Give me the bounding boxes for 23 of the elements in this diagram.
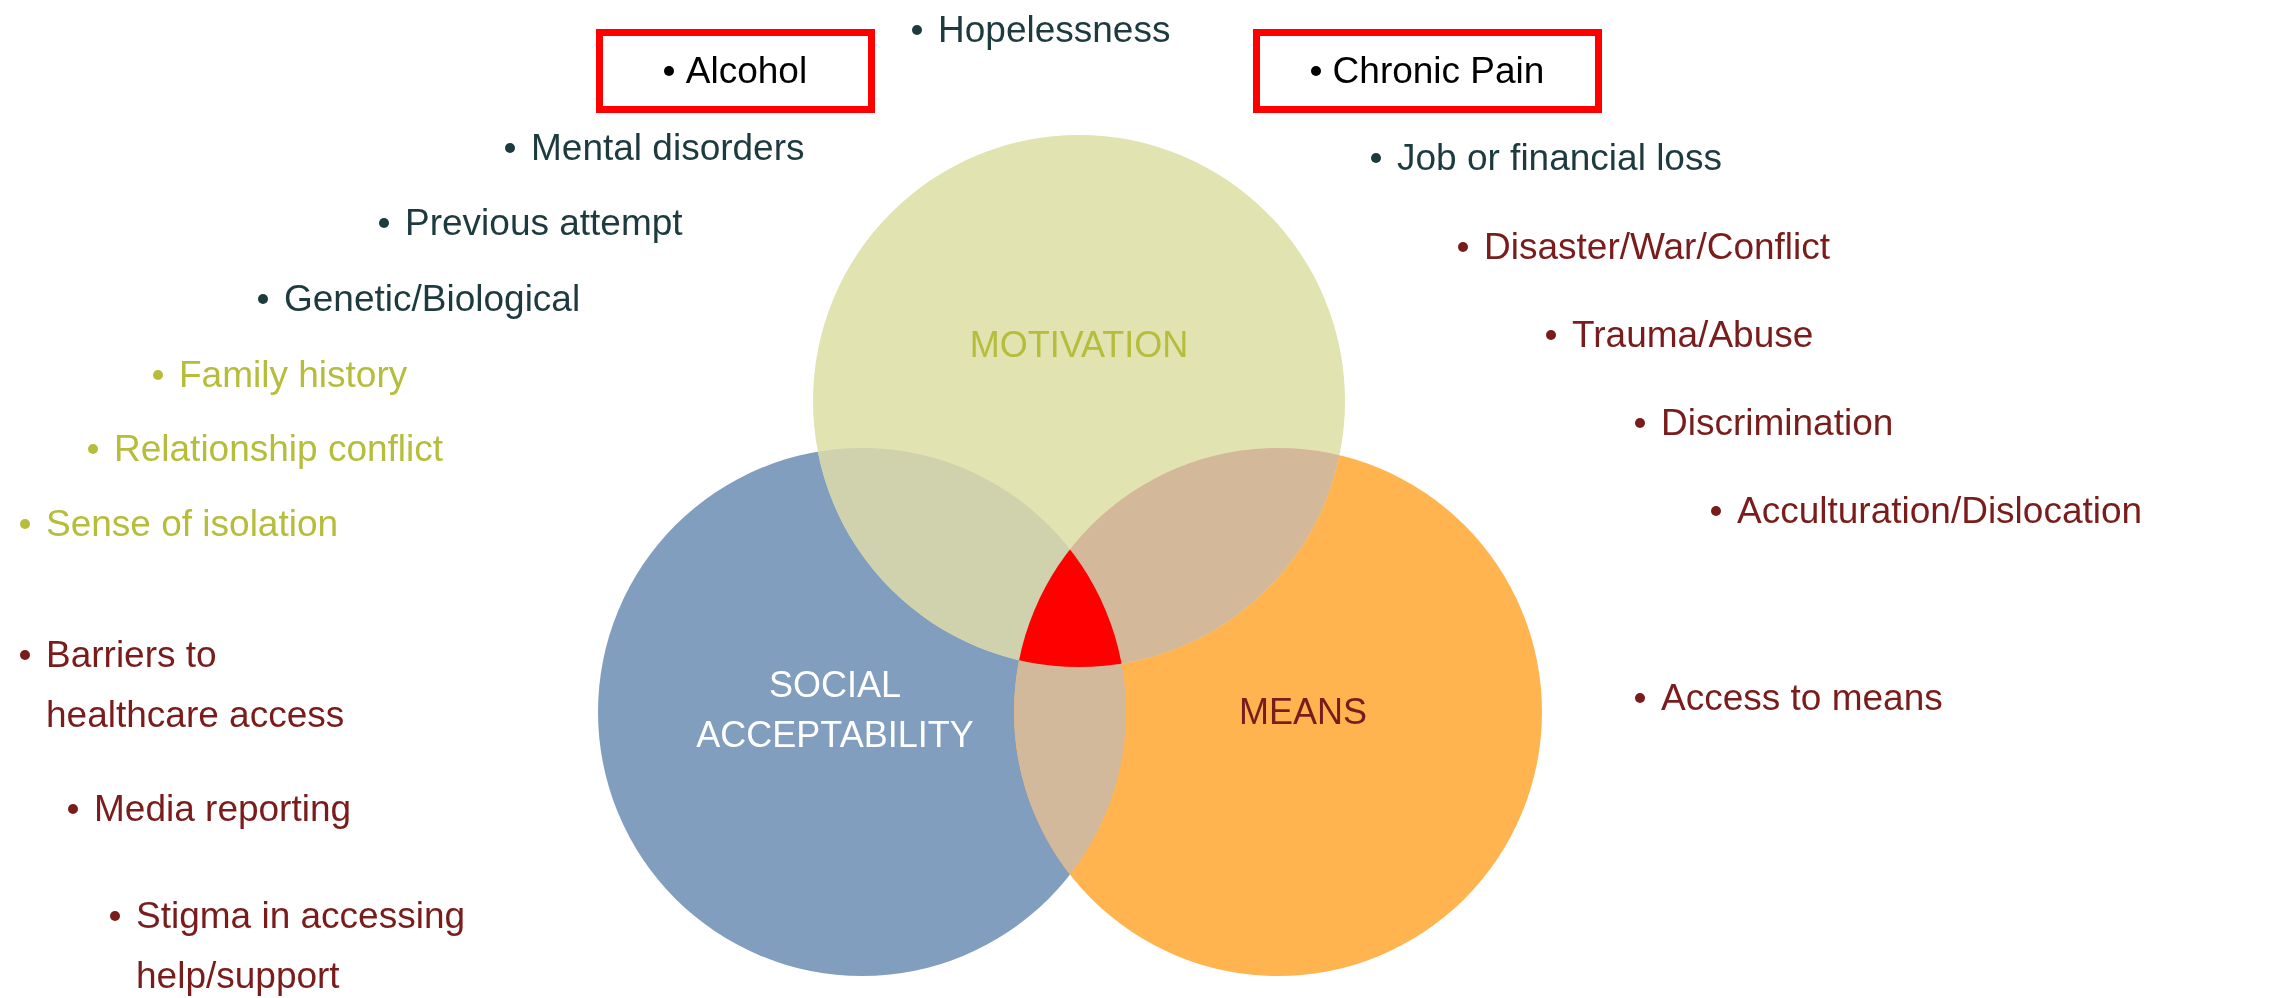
risk-factor-text: Stigma in accessing help/support (136, 894, 467, 998)
risk-factor-text: Alcohol (685, 49, 808, 93)
risk-factor-text: Genetic/Biological (284, 277, 581, 321)
risk-factor-text: Job or financial loss (1397, 136, 1722, 180)
risk-factor-text: Discrimination (1661, 401, 1894, 445)
circle-label: MOTIVATION (919, 320, 1239, 370)
risk-factor-text: Disaster/War/Conflict (1484, 225, 1831, 269)
risk-factor-text: Barriers to healthcare access (46, 633, 346, 737)
risk-factor-text: Sense of isolation (46, 502, 339, 546)
risk-factor-text: Hopelessness (938, 8, 1171, 52)
highlight-box (1253, 29, 1602, 113)
risk-factor-text: Chronic Pain (1332, 49, 1545, 93)
circle-label: MEANS (1173, 687, 1433, 737)
risk-factor-text: Access to means (1661, 676, 1943, 720)
risk-factor-text: Trauma/Abuse (1572, 313, 1814, 357)
risk-factor-text: Acculturation/Dislocation (1737, 489, 2143, 533)
risk-factor-text: Relationship conflict (114, 427, 444, 471)
risk-factor-text: Mental disorders (531, 126, 805, 170)
risk-factor-text: Previous attempt (405, 201, 683, 245)
risk-factor-text: Media reporting (94, 787, 352, 831)
circle-label: SOCIAL ACCEPTABILITY (670, 660, 1000, 760)
highlight-box (596, 29, 875, 113)
risk-factor-text: Family history (179, 353, 408, 397)
